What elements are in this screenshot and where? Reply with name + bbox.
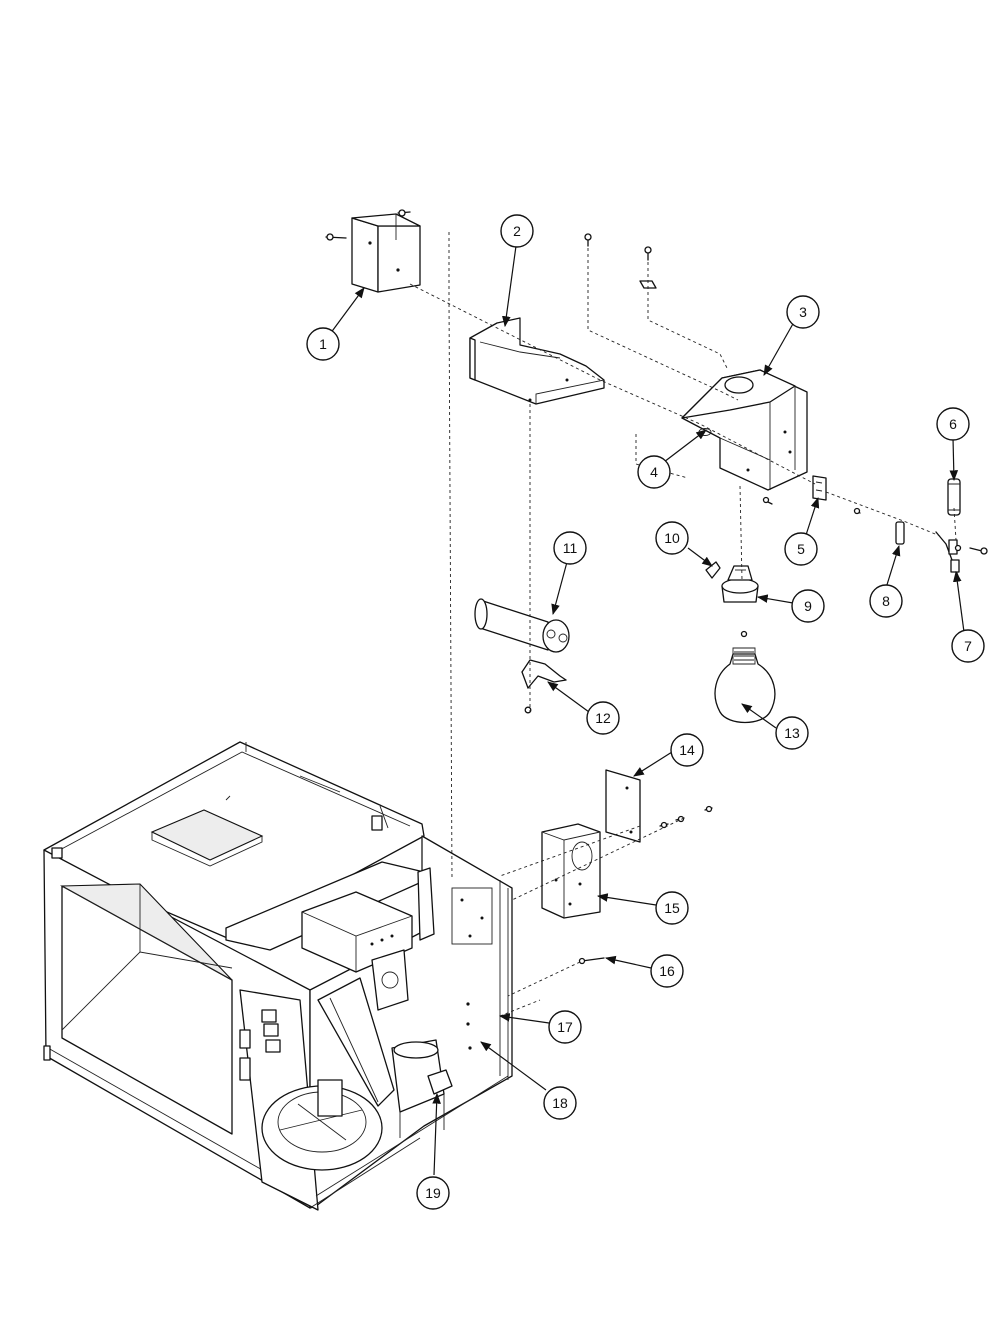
callout-circle <box>416 1176 450 1210</box>
callout-label: 12 <box>595 710 611 726</box>
callout-circle <box>791 589 825 623</box>
callout-label: 15 <box>664 900 680 916</box>
callout-label: 6 <box>949 416 957 432</box>
callout-label: 13 <box>784 725 800 741</box>
callout-8: 8 <box>869 584 903 618</box>
callout-circle <box>650 954 684 988</box>
callout-circle <box>637 455 671 489</box>
callout-label: 11 <box>563 540 578 556</box>
part-11-capacitor <box>474 598 570 653</box>
callout-circle <box>775 716 809 750</box>
callout-circle <box>548 1010 582 1044</box>
leader-lines <box>329 245 965 1176</box>
part-16-screw <box>578 957 605 965</box>
callout-7: 7 <box>951 629 985 663</box>
callout-10: 10 <box>655 521 689 555</box>
callout-1: 1 <box>306 327 340 361</box>
callout-circle <box>543 1086 577 1120</box>
callout-19: 19 <box>416 1176 450 1210</box>
part-3-housing <box>681 369 808 505</box>
callout-14: 14 <box>670 733 704 767</box>
callout-6: 6 <box>936 407 970 441</box>
callout-circle <box>936 407 970 441</box>
callout-circle <box>951 629 985 663</box>
callout-16: 16 <box>650 954 684 988</box>
part-5-switch <box>812 475 861 515</box>
part-12-strap <box>521 659 567 714</box>
callout-12: 12 <box>586 701 620 735</box>
callout-11: 11 <box>553 531 587 565</box>
callout-circle <box>655 521 689 555</box>
part-3-hardware <box>584 233 657 289</box>
callout-label: 14 <box>679 742 695 758</box>
callout-label: 18 <box>552 1095 568 1111</box>
callout-label: 7 <box>964 638 972 654</box>
callout-18: 18 <box>543 1086 577 1120</box>
callout-13: 13 <box>775 716 809 750</box>
callout-17: 17 <box>548 1010 582 1044</box>
part-14-plate <box>605 769 713 843</box>
callout-2: 2 <box>500 214 534 248</box>
callout-5: 5 <box>784 532 818 566</box>
callout-15: 15 <box>655 891 689 925</box>
callout-label: 9 <box>804 598 812 614</box>
callout-circle <box>670 733 704 767</box>
callout-circle <box>786 295 820 329</box>
callout-label: 16 <box>659 963 675 979</box>
callout-label: 19 <box>425 1185 441 1201</box>
callout-label: 3 <box>799 304 807 320</box>
callout-label: 17 <box>557 1019 573 1035</box>
callout-circle <box>553 531 587 565</box>
callout-label: 2 <box>513 223 521 239</box>
callout-circle <box>784 532 818 566</box>
callout-circle <box>655 891 689 925</box>
part-7-fuse-holder <box>935 531 988 577</box>
part-13-bulb <box>714 647 776 724</box>
callout-9: 9 <box>791 589 825 623</box>
callout-circle <box>869 584 903 618</box>
callout-label: 10 <box>664 530 680 546</box>
callout-circle <box>500 214 534 248</box>
part-10-clip <box>705 561 721 579</box>
part-15-box-bracket <box>541 823 601 919</box>
assembly-guide-lines <box>409 232 957 1017</box>
callout-label: 1 <box>319 336 327 352</box>
callout-label: 5 <box>797 541 805 557</box>
callout-3: 3 <box>786 295 820 329</box>
microwave-chassis <box>43 741 513 1211</box>
part-9-lamp-socket <box>721 565 759 638</box>
callout-label: 8 <box>882 593 890 609</box>
part-8-pin <box>895 521 905 545</box>
callout-label: 4 <box>650 464 658 480</box>
callout-4: 4 <box>637 455 671 489</box>
callout-circle <box>586 701 620 735</box>
callout-circle <box>306 327 340 361</box>
part-1-bracket <box>325 209 421 293</box>
part-2-plate <box>469 317 605 405</box>
